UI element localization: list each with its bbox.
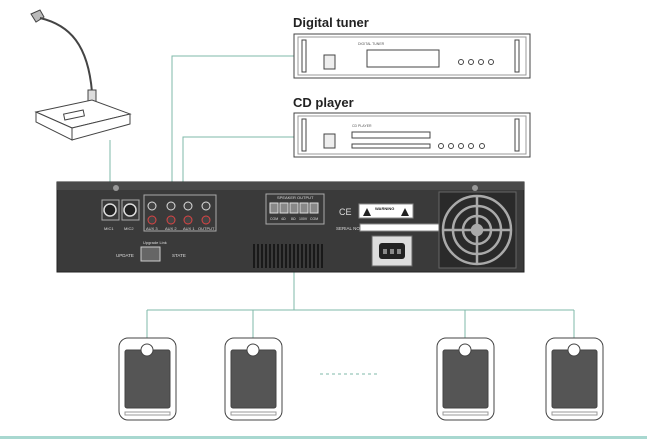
aux-block-frame xyxy=(143,194,217,232)
aux1-label: AUX 1 xyxy=(183,226,195,231)
speaker-label-4: 100V xyxy=(299,217,308,221)
cables xyxy=(109,55,575,375)
tuner-inner xyxy=(297,36,527,76)
aux3-label: AUX 3 xyxy=(146,226,158,231)
tuner-display xyxy=(366,49,440,68)
warning-triangle-icon-right xyxy=(401,208,409,216)
speaker-terminal-2 xyxy=(279,202,289,214)
output-label: OUTPUT xyxy=(198,226,215,231)
aux3-rca-bottom xyxy=(147,215,157,225)
small-labels: DIGITAL TUNER CD PLAYER MIC1 MIC2 AUX 3 … xyxy=(104,42,394,258)
cd-button-2 xyxy=(448,143,454,149)
aux1-rca-top xyxy=(183,201,193,211)
speaker-3 xyxy=(436,337,495,421)
fan-grille-icon xyxy=(438,191,517,269)
mic1-label: MIC1 xyxy=(104,226,114,231)
speaker-terminal-4 xyxy=(299,202,309,214)
ce-mark: CE xyxy=(339,207,352,217)
speaker-terminal-1 xyxy=(269,202,279,214)
cd-power-button xyxy=(323,133,336,149)
warning-triangle-icon-left xyxy=(363,208,371,216)
cd-button-5 xyxy=(479,143,485,149)
mic-button xyxy=(63,109,85,121)
cd-inner xyxy=(297,115,527,155)
cd-button-1 xyxy=(438,143,444,149)
ceiling-speakers xyxy=(118,337,604,421)
cable-tuner-to-amp xyxy=(171,55,294,197)
bottom-accent-line xyxy=(0,436,647,439)
speaker-output-title: SPEAKER OUTPUT xyxy=(277,195,314,200)
speaker-terminal-5 xyxy=(309,202,319,214)
usb-label: Upgrade Link xyxy=(143,240,167,245)
output-rca-bottom xyxy=(201,215,211,225)
paging-microphone xyxy=(30,9,132,141)
vent-slots xyxy=(253,244,323,268)
speaker-1 xyxy=(118,337,177,421)
power-pin-1 xyxy=(383,249,387,254)
aux2-rca-bottom xyxy=(166,215,176,225)
serial-number-box xyxy=(359,223,443,232)
digital-tuner-label: Digital tuner xyxy=(293,15,369,30)
speaker-4 xyxy=(545,337,604,421)
tuner-power-button xyxy=(323,54,336,70)
warning-title: WARNING xyxy=(375,206,394,211)
cd-player xyxy=(293,112,531,158)
speaker-logo-icon xyxy=(246,343,260,357)
digital-tuner xyxy=(293,33,531,79)
aux2-rca-top xyxy=(166,201,176,211)
cable-cd-to-amp xyxy=(182,136,294,197)
mic-base-side xyxy=(71,113,131,141)
tuner-knob-1 xyxy=(458,59,464,65)
ground-screw-left xyxy=(113,185,119,191)
mic2-label: MIC2 xyxy=(124,226,134,231)
cd-handle-left xyxy=(301,118,307,152)
speaker-2 xyxy=(224,337,283,421)
aux2-label: AUX 2 xyxy=(165,226,177,231)
tuner-screen-text: DIGITAL TUNER xyxy=(358,42,385,46)
mic2-jack xyxy=(123,203,137,217)
aux1-rca-bottom xyxy=(183,215,193,225)
speaker-logo-icon xyxy=(567,343,581,357)
cd-tray xyxy=(351,131,431,139)
update-label: UPDATE xyxy=(116,253,134,258)
tuner-handle-left xyxy=(301,39,307,73)
speaker-logo-icon xyxy=(140,343,154,357)
mic1-jack-frame xyxy=(101,199,120,221)
mic1-jack xyxy=(103,203,117,217)
tuner-knob-4 xyxy=(488,59,494,65)
speaker-terminal-3 xyxy=(289,202,299,214)
speaker-label-1: COM xyxy=(270,217,278,221)
tuner-knob-3 xyxy=(478,59,484,65)
cd-button-4 xyxy=(468,143,474,149)
cd-button-3 xyxy=(458,143,464,149)
tuner-knob-2 xyxy=(468,59,474,65)
speaker-logo-icon xyxy=(458,343,472,357)
usb-port xyxy=(140,246,161,262)
cd-screen-text: CD PLAYER xyxy=(352,124,372,128)
speaker-label-5: COM xyxy=(310,217,318,221)
output-rca-top xyxy=(201,201,211,211)
speaker-terminal-frame xyxy=(265,193,325,225)
aux3-rca-top xyxy=(147,201,157,211)
amp-lip xyxy=(57,182,524,190)
speaker-label-3: 8Ω xyxy=(291,217,296,221)
cd-display xyxy=(351,143,431,149)
amplifier-rear-panel xyxy=(56,181,525,273)
power-pin-3 xyxy=(397,249,401,254)
power-pin-2 xyxy=(390,249,394,254)
serial-label: SERIAL NO xyxy=(336,226,360,231)
ground-screw-right xyxy=(472,185,478,191)
mic-gooseneck xyxy=(39,17,93,93)
tuner-handle-right xyxy=(514,39,520,73)
speaker-label-2: 4Ω xyxy=(281,217,286,221)
warning-sticker xyxy=(358,203,414,219)
cd-player-label: CD player xyxy=(293,95,354,110)
cd-handle-right xyxy=(514,118,520,152)
mic-head-icon xyxy=(30,9,45,23)
state-label: STATE xyxy=(172,253,186,258)
mic2-jack-frame xyxy=(121,199,140,221)
